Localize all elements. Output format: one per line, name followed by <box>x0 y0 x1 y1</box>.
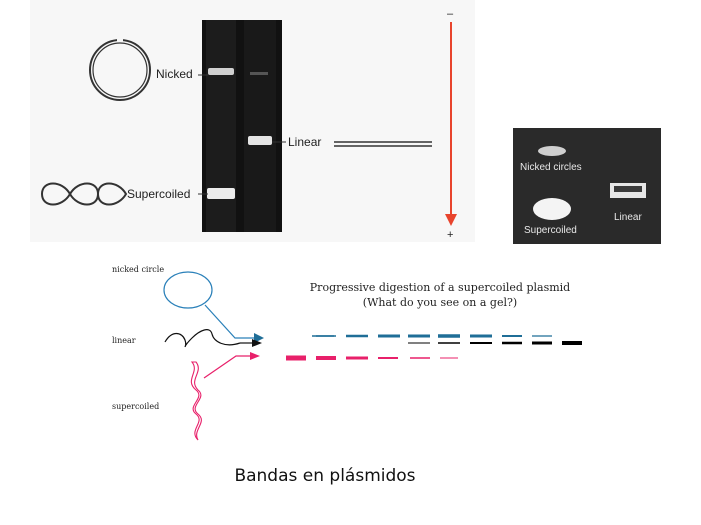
electrode-negative: – <box>447 8 454 20</box>
supercoiled-icon <box>40 182 128 206</box>
label-linear: Linear <box>288 135 322 149</box>
hand-label-supercoiled: supercoiled <box>112 402 160 411</box>
gel-band-linear <box>248 136 272 145</box>
electrode-positive: + <box>447 229 454 241</box>
hand-nicked-circle-icon <box>163 271 213 309</box>
label-nicked: Nicked <box>156 67 193 81</box>
migration-arrow <box>445 22 457 226</box>
gel-band-nicked <box>208 68 234 75</box>
digestion-title-line2: (What do you see on a gel?) <box>362 296 518 309</box>
gel-photo-label-supercoiled: Supercoiled <box>524 225 577 236</box>
hand-label-linear: linear <box>112 336 136 345</box>
gel-band-supercoiled <box>207 188 235 199</box>
hand-supercoiled-icon <box>190 361 202 441</box>
label-supercoiled: Supercoiled <box>127 187 191 201</box>
hand-label-nicked: nicked circle <box>112 265 165 274</box>
gel-photo-label-linear: Linear <box>614 212 642 223</box>
nicked-circle-icon <box>89 37 151 101</box>
gel-photo-label-nicked: Nicked circles <box>520 162 582 173</box>
digestion-bands <box>286 334 582 361</box>
caption: Bandas en plásmidos <box>234 466 416 486</box>
hand-linear-icon <box>164 329 241 348</box>
digestion-title-line1: Progressive digestion of a supercoiled p… <box>309 281 571 294</box>
linear-dna-icon <box>334 141 432 147</box>
